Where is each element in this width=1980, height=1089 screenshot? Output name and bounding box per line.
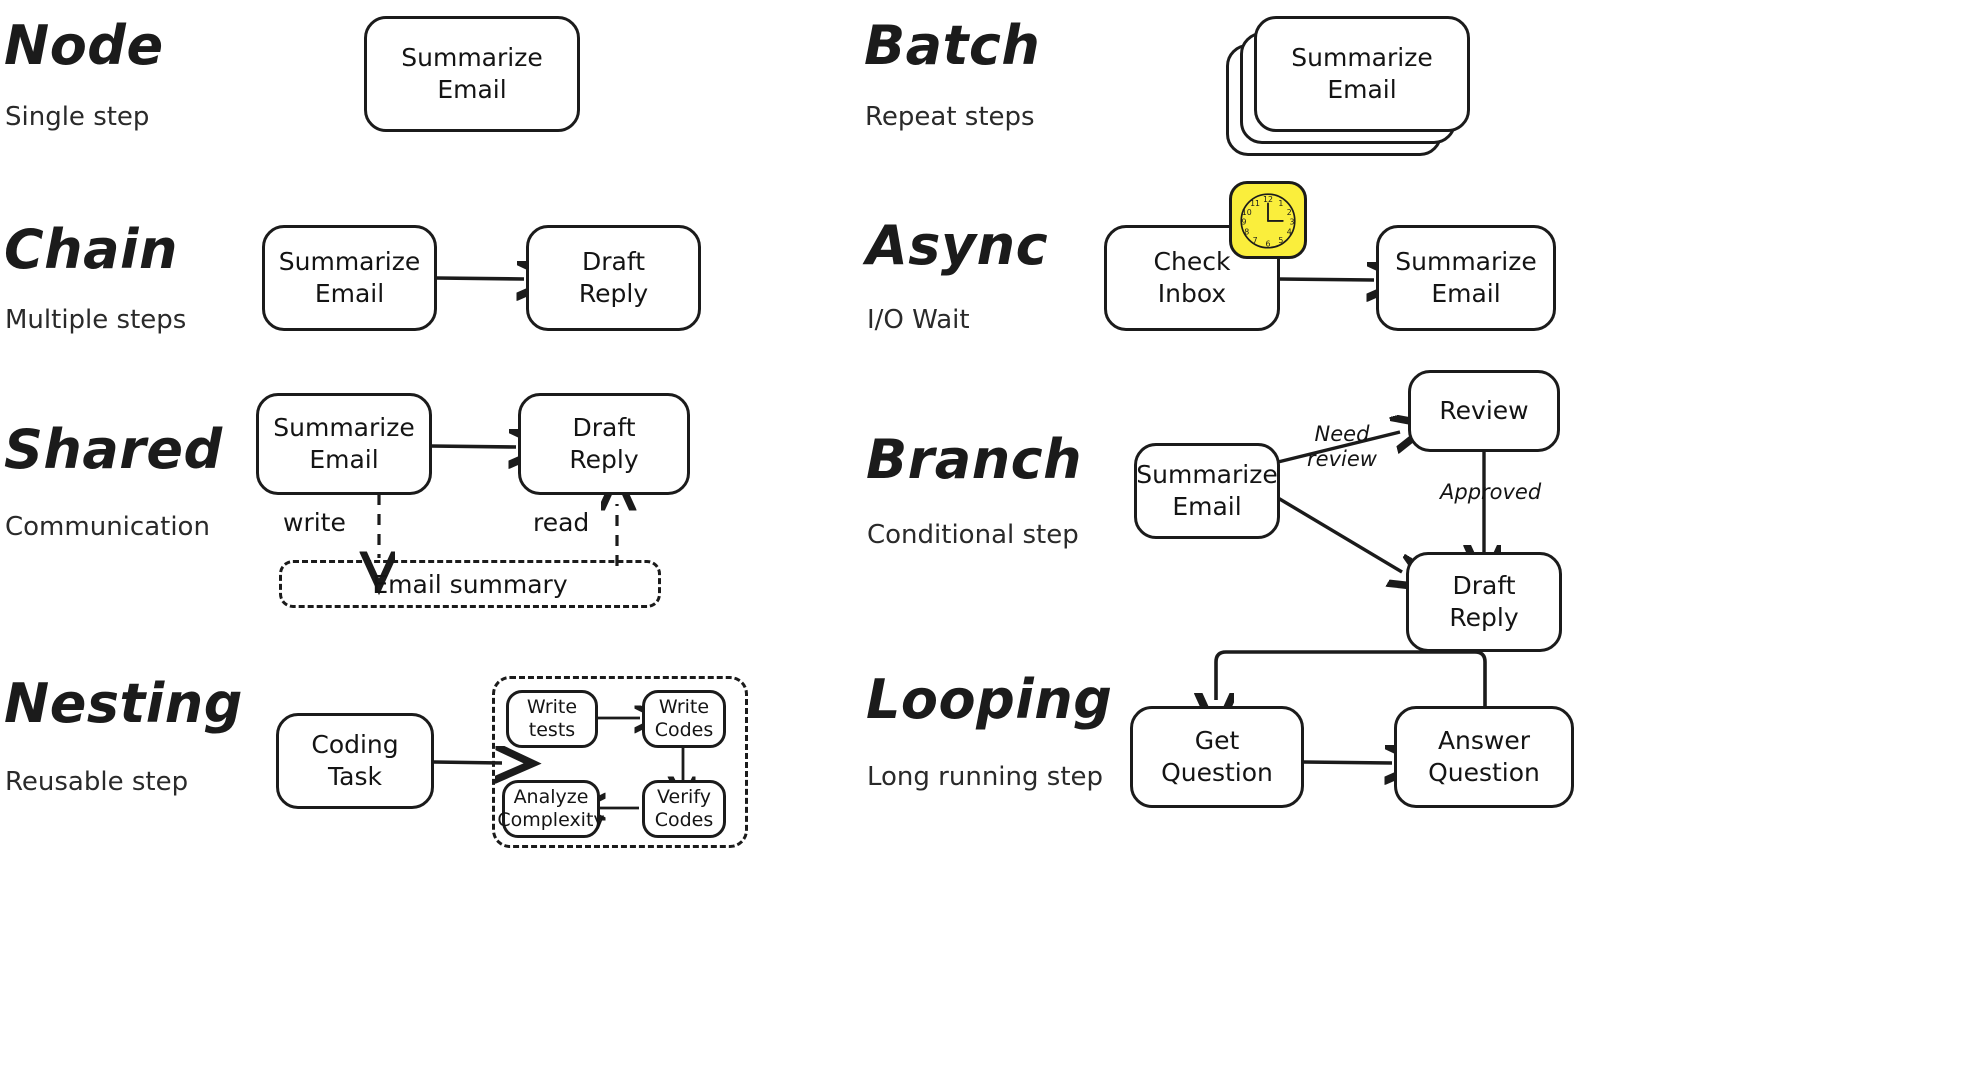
chain-node-draft-reply[interactable]: Draft Reply (526, 225, 701, 331)
edge-branch-draft (1277, 496, 1402, 572)
svg-text:6: 6 (1266, 240, 1271, 249)
nesting-node-coding-task[interactable]: Coding Task (276, 713, 434, 809)
pattern-subtitle-async: I/O Wait (867, 305, 970, 335)
edge-shared-main (429, 446, 516, 447)
shared-edge-label-write: write (283, 508, 346, 537)
pattern-title-node: Node (4, 14, 164, 77)
svg-text:4: 4 (1287, 228, 1292, 237)
pattern-subtitle-looping: Long running step (867, 762, 1104, 792)
svg-text:12: 12 (1263, 195, 1273, 204)
shared-store-email-summary[interactable]: Email summary (279, 560, 661, 608)
batch-node-summarize-email[interactable]: Summarize Email (1254, 16, 1470, 132)
branch-node-review[interactable]: Review (1408, 370, 1560, 452)
pattern-subtitle-batch: Repeat steps (865, 102, 1035, 132)
pattern-title-branch: Branch (866, 428, 1083, 491)
svg-text:10: 10 (1242, 208, 1252, 217)
node-summarize-email[interactable]: Summarize Email (364, 16, 580, 132)
pattern-subtitle-node: Single step (5, 102, 150, 132)
branch-edge-label-need-review: Need review (1307, 422, 1377, 472)
nesting-inner-node-write-codes[interactable]: Write Codes (642, 690, 726, 748)
nesting-inner-node-analyze-complexity[interactable]: Analyze Complexity (497, 780, 605, 838)
pattern-title-nesting: Nesting (4, 672, 243, 735)
edge-loop-back (1216, 650, 1487, 706)
looping-node-get-question[interactable]: Get Question (1130, 706, 1304, 808)
pattern-subtitle-chain: Multiple steps (5, 305, 187, 335)
pattern-title-batch: Batch (864, 14, 1041, 77)
svg-text:1: 1 (1278, 199, 1283, 208)
pattern-title-shared: Shared (4, 418, 223, 481)
pattern-title-looping: Looping (866, 668, 1113, 731)
svg-text:7: 7 (1253, 236, 1258, 245)
shared-edge-label-read: read (533, 508, 590, 537)
nesting-inner-node-write-tests[interactable]: Write tests (506, 690, 598, 748)
branch-edge-label-approved: Approved (1440, 480, 1542, 504)
pattern-title-async: Async (866, 214, 1049, 277)
svg-text:8: 8 (1244, 228, 1249, 237)
svg-text:9: 9 (1242, 217, 1247, 226)
pattern-title-chain: Chain (4, 218, 178, 281)
looping-node-answer-question[interactable]: Answer Question (1394, 706, 1574, 808)
shared-node-summarize-email[interactable]: Summarize Email (256, 393, 432, 495)
clock-icon: 12 1 2 3 4 5 6 7 8 9 10 11 (1229, 181, 1307, 259)
pattern-subtitle-branch: Conditional step (867, 520, 1079, 550)
nesting-subflow-group (492, 676, 748, 848)
pattern-subtitle-nesting: Reusable step (5, 767, 189, 797)
pattern-subtitle-shared: Communication (5, 512, 210, 542)
edge-chain (435, 278, 524, 279)
svg-text:3: 3 (1290, 217, 1295, 226)
branch-node-draft-reply[interactable]: Draft Reply (1406, 552, 1562, 652)
svg-text:5: 5 (1278, 236, 1283, 245)
async-node-summarize-email[interactable]: Summarize Email (1376, 225, 1556, 331)
svg-text:2: 2 (1287, 208, 1292, 217)
nesting-inner-node-verify-codes[interactable]: Verify Codes (642, 780, 726, 838)
async-node-check-inbox[interactable]: Check Inbox (1104, 225, 1280, 331)
edge-async (1277, 279, 1374, 280)
edge-loop-forward (1302, 762, 1392, 763)
svg-text:11: 11 (1250, 199, 1260, 208)
chain-node-summarize-email[interactable]: Summarize Email (262, 225, 437, 331)
shared-node-draft-reply[interactable]: Draft Reply (518, 393, 690, 495)
branch-node-summarize-email[interactable]: Summarize Email (1134, 443, 1280, 539)
